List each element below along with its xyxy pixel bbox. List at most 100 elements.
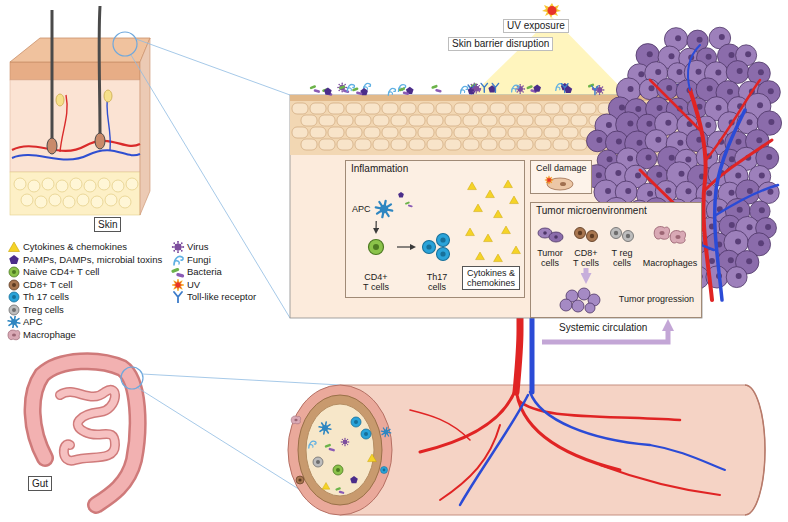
naive-cd4-cell-icon [336,468,340,472]
tumor-mass [637,140,643,146]
tumor-progression-icon [585,303,595,313]
virus-icon [473,85,474,86]
virus-icon [603,89,604,90]
tumor-mass [697,37,703,43]
legend-text: Treg cells [23,304,64,316]
pamp-icon [565,86,573,93]
tumor-mass [756,137,762,143]
apc-icon [8,316,20,328]
node-text: APC [352,204,371,214]
keratinocyte [517,115,533,126]
virus-icon [519,84,520,85]
cd8-cell-icon [298,478,301,481]
box-fill [530,160,592,194]
skin-block [10,172,140,215]
treg-cell-icon [611,228,622,239]
tumor-progression-icon [560,288,600,313]
cytokine-icon [9,242,20,252]
keratinocyte [319,139,335,150]
skin-block [10,62,140,80]
tlr-icon [174,292,182,303]
macrophage-icon [654,227,669,240]
treg-cell-icon [9,305,19,315]
bacteria-icon [399,87,410,95]
bacteria-icon [171,268,180,274]
cytokine-icon [502,226,511,234]
keratinocyte [427,139,443,150]
blood-vessel [516,318,520,392]
fungi-icon [174,256,183,265]
th17-cell-icon [383,469,386,472]
tumor-mass [706,190,712,196]
virus-icon [344,445,345,446]
fat-cells [21,194,33,206]
cytokine-icon [512,246,521,254]
th17-cell-icon [364,432,368,436]
cytokine-icon [322,483,330,490]
virus-icon [602,86,603,87]
tlr-icon [592,86,598,95]
uv-icon [545,176,553,184]
bacteria-icon [328,448,335,452]
cytokine-icon [486,190,495,198]
fat-cells [35,196,47,208]
tumor-mass [729,190,735,196]
fungi-icon [388,88,395,95]
legend-sample [7,304,21,316]
fat-cells [119,196,131,208]
process-panel: Cell damage [530,160,592,194]
virus-icon [173,250,175,252]
bacteria-icon [356,91,363,95]
keratinocyte [445,115,461,126]
legend-text: CD8+ T cell [23,279,73,291]
fat-cells [42,178,54,190]
cell-icon [543,231,547,235]
node-text: Gut [32,478,48,489]
tumor-mass [616,139,622,145]
fungi-icon [512,85,519,92]
keratinocyte [328,127,344,138]
tumor-mass [675,35,681,41]
cell-label: Th17 cells [416,228,458,292]
pamp-icon [565,86,573,93]
keratinocyte [391,139,407,150]
tumor-mass [768,88,774,94]
cytokine-icon [494,210,503,218]
tumor-mass [647,191,653,197]
fat-cells [126,178,138,190]
tumor-mass [638,71,644,77]
bacteria-icon [343,89,350,93]
gut-vessels [460,395,528,505]
tumor-mass [716,105,722,111]
virus-icon [524,88,525,89]
cytokine-icon [512,246,521,254]
gut-tube [306,404,374,496]
skin-vessels [12,141,140,151]
treg-cell-icon [313,457,323,467]
pamp-icon [533,84,541,91]
cytokine-icon [468,182,477,190]
gut-lumen-contents [291,416,391,494]
virus-icon [342,439,343,440]
tumor-mass [726,61,749,84]
tumor-mass [715,70,721,76]
cd8-cell-icon [578,231,582,235]
keratinocyte [292,127,308,138]
bacteria-icon [405,201,410,204]
cytokine-icon [468,182,477,190]
hair [51,10,54,140]
tumor-mass [596,172,602,178]
pamp-icon [398,192,404,197]
th17-cell-icon [9,292,19,302]
legend-text: Th 17 cells [23,291,69,303]
keratinocyte [562,103,578,114]
fat-cells [49,194,61,206]
skin-block [10,80,140,172]
virus-icon [344,84,345,85]
tumor-mass [707,85,713,91]
virus-icon [181,250,183,252]
tumor-mass [746,258,752,264]
keratinocyte [463,115,479,126]
tumor-vessel [650,80,700,130]
